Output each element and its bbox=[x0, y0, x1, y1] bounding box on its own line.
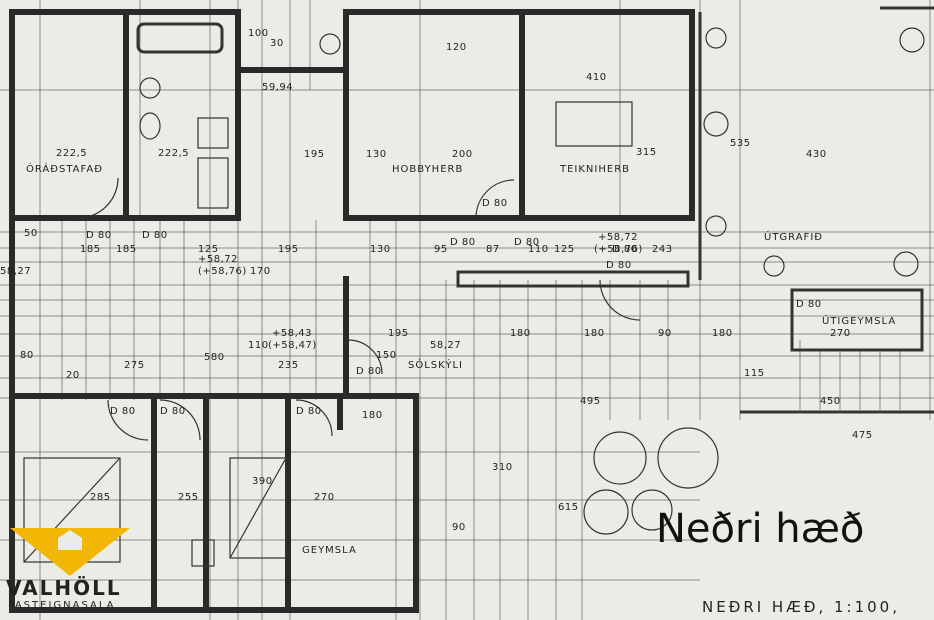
dimension-label: 125 bbox=[554, 244, 575, 255]
dimension-label: 310 bbox=[492, 462, 513, 473]
dimension-label: 50 bbox=[24, 228, 38, 239]
dimension-label: 180 bbox=[584, 328, 605, 339]
dimension-label: D 80 bbox=[796, 299, 822, 310]
dimension-label: (+58,76) bbox=[594, 244, 643, 255]
dimension-label: 255 bbox=[178, 492, 199, 503]
dimension-label: 535 bbox=[730, 138, 751, 149]
dimension-label: D 80 bbox=[482, 198, 508, 209]
dimension-label: 200 bbox=[452, 149, 473, 160]
fixtures bbox=[23, 22, 633, 567]
brand-name: VALHÖLL bbox=[6, 576, 122, 600]
dimension-label: (+58,47) bbox=[268, 340, 317, 351]
room-label-oradstafad: ÓRÁÐSTAFAÐ bbox=[26, 162, 103, 175]
dimension-label: 170 bbox=[250, 266, 271, 277]
dimension-label: 243 bbox=[652, 244, 673, 255]
room-label-hobbyherb: HOBBYHERB bbox=[392, 164, 463, 175]
logo-house-icon bbox=[58, 530, 82, 550]
dimension-label: 30 bbox=[270, 38, 284, 49]
dimension-labels: 222,5 222,5 59,94 195 130 200 315 410 53… bbox=[0, 28, 873, 533]
dimension-label: 150 bbox=[376, 350, 397, 361]
dimension-label: 59,94 bbox=[262, 82, 293, 93]
dimension-label: +58,43 bbox=[272, 328, 312, 339]
dimension-label: D 80 bbox=[142, 230, 168, 241]
dimension-label: D 80 bbox=[514, 237, 540, 248]
dimension-label: 195 bbox=[304, 149, 325, 160]
dimension-label: 235 bbox=[278, 360, 299, 371]
dimension-label: 430 bbox=[806, 149, 827, 160]
dimension-label: 222,5 bbox=[56, 148, 87, 159]
logo-chevron bbox=[10, 528, 130, 576]
room-label-teikniherb: TEIKNIHERB bbox=[559, 164, 630, 175]
dimension-label: D 80 bbox=[160, 406, 186, 417]
dimension-label: D 80 bbox=[296, 406, 322, 417]
dimension-label: 495 bbox=[580, 396, 601, 407]
dimension-label: D 80 bbox=[612, 244, 638, 255]
room-label-utgrafid: ÚTGRAFIÐ bbox=[764, 230, 823, 243]
landscaping bbox=[319, 27, 925, 535]
room-label-geymsla: GEYMSLA bbox=[302, 545, 357, 556]
door-swings bbox=[77, 177, 641, 441]
room-label-solskyli: SÓLSKÝLI bbox=[408, 358, 463, 371]
dimension-label: 270 bbox=[314, 492, 335, 503]
dimension-label: D 80 bbox=[450, 237, 476, 248]
dimension-label: 110 bbox=[248, 340, 269, 351]
dimension-label: (+58,76) bbox=[198, 266, 247, 277]
dimension-label: 115 bbox=[744, 368, 765, 379]
dimension-label: +58,72 bbox=[598, 232, 638, 243]
dimension-label: 275 bbox=[124, 360, 145, 371]
dimension-label: 90 bbox=[658, 328, 672, 339]
dimension-label: 58,27 bbox=[0, 266, 31, 277]
dimension-label: 110 bbox=[528, 244, 549, 255]
brand-tagline: FASTEIGNASALA bbox=[8, 600, 116, 611]
dimension-label: D 80 bbox=[606, 260, 632, 271]
dimension-label: 315 bbox=[636, 147, 657, 158]
dimension-label: D 80 bbox=[356, 366, 382, 377]
walls bbox=[9, 6, 934, 613]
dimension-label: 615 bbox=[558, 502, 579, 513]
dimension-label: 90 bbox=[452, 522, 466, 533]
dimension-label: 185 bbox=[80, 244, 101, 255]
dimension-label: D 80 bbox=[86, 230, 112, 241]
dimension-label: 130 bbox=[370, 244, 391, 255]
dimension-label: 222,5 bbox=[158, 148, 189, 159]
valholl-logo bbox=[10, 528, 130, 576]
dimension-label: 180 bbox=[362, 410, 383, 421]
dimension-label: 130 bbox=[366, 149, 387, 160]
dimension-label: D 80 bbox=[110, 406, 136, 417]
scale-footer: NEÐRI HÆÐ, 1:100, bbox=[702, 598, 900, 616]
dimension-label: 185 bbox=[116, 244, 137, 255]
dimension-label: 125 bbox=[198, 244, 219, 255]
dimension-label: 285 bbox=[90, 492, 111, 503]
floor-title: Neðri hæð bbox=[656, 506, 865, 552]
dimension-label: 270 bbox=[830, 328, 851, 339]
dimension-label: 450 bbox=[820, 396, 841, 407]
dimension-label: 87 bbox=[486, 244, 500, 255]
dimension-label: 390 bbox=[252, 476, 273, 487]
dimension-label: 180 bbox=[510, 328, 531, 339]
dimension-label: 58,27 bbox=[430, 340, 461, 351]
dimension-label: +58,72 bbox=[198, 254, 238, 265]
dimension-label: 20 bbox=[66, 370, 80, 381]
dimension-label: 195 bbox=[278, 244, 299, 255]
dimension-label: 195 bbox=[388, 328, 409, 339]
dimension-label: 120 bbox=[446, 42, 467, 53]
dimension-label: 580 bbox=[204, 352, 225, 363]
dimension-label: 180 bbox=[712, 328, 733, 339]
dimension-label: 95 bbox=[434, 244, 448, 255]
dimension-label: 80 bbox=[20, 350, 34, 361]
dimension-label: 410 bbox=[586, 72, 607, 83]
dimension-label: 100 bbox=[248, 28, 269, 39]
room-label-utigeymsla: ÚTIGEYMSLA bbox=[822, 314, 896, 327]
dimension-label: 475 bbox=[852, 430, 873, 441]
